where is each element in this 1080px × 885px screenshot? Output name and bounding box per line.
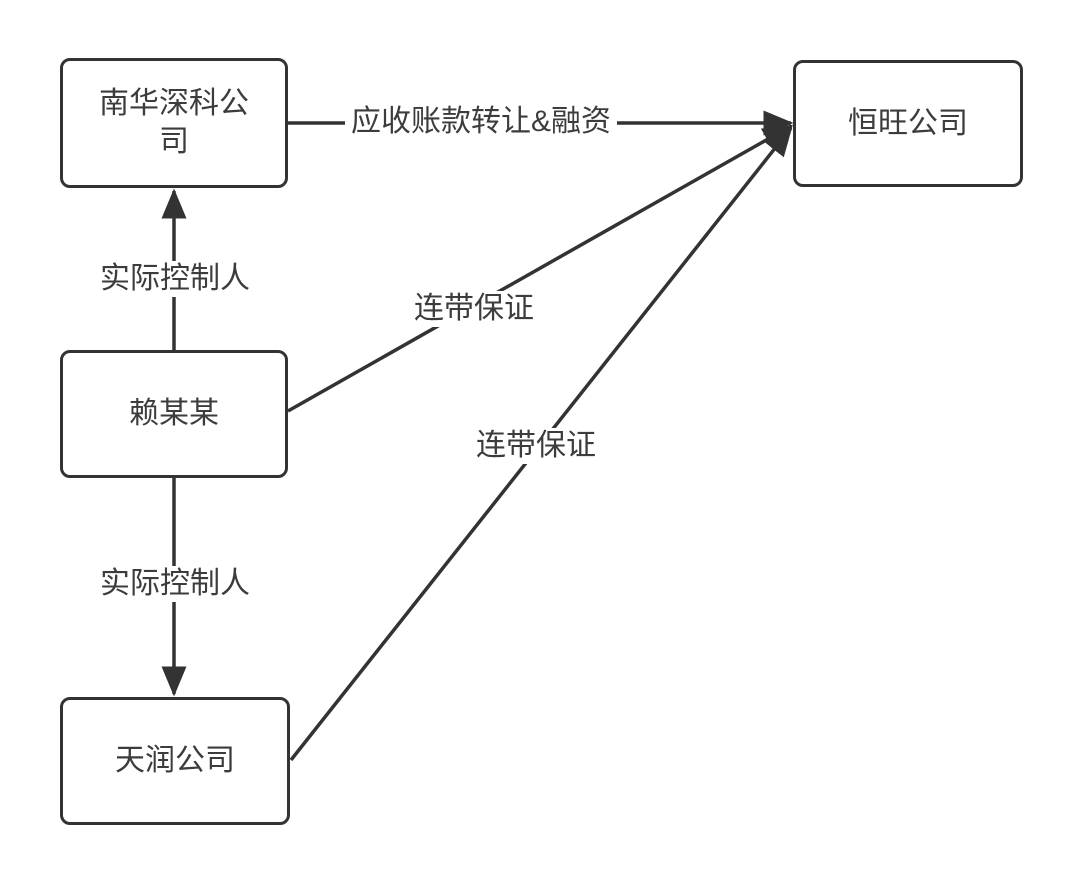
edge-label-joint-guarantee-lai: 连带保证 [408, 291, 540, 327]
edge-label-receivables-transfer-financing: 应收账款转让&融资 [344, 104, 618, 140]
node-tianrun-company: 天润公司 [60, 697, 290, 825]
edge-label-actual-controller-top: 实际控制人 [94, 261, 256, 297]
node-label: 赖某某 [129, 397, 219, 430]
arrow-joint-guarantee-lai [287, 124, 794, 413]
node-hengwang-company: 恒旺公司 [793, 60, 1023, 187]
node-label: 南华深科公司 [99, 87, 249, 158]
edge-label-actual-controller-bottom: 实际控制人 [94, 566, 256, 602]
node-label: 天润公司 [115, 744, 235, 777]
edge-label-joint-guarantee-tianrun: 连带保证 [470, 428, 602, 464]
node-lai-person: 赖某某 [60, 350, 288, 478]
node-label: 恒旺公司 [848, 106, 968, 140]
node-nanhua-shenke-company: 南华深科公司 [60, 58, 288, 188]
